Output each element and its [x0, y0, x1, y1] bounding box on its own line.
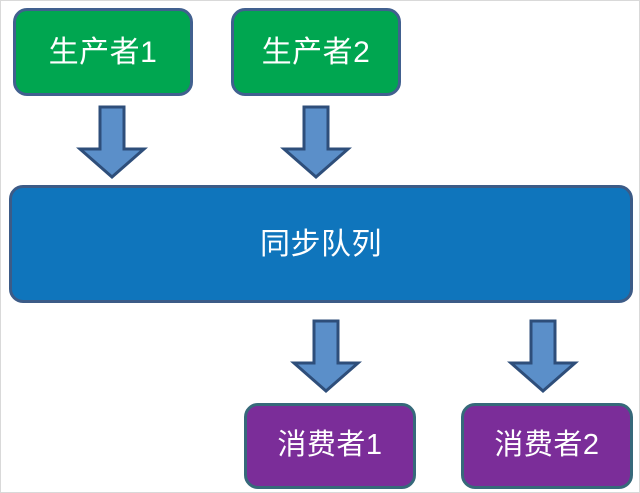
node-consumer-2[interactable]: 消费者2	[461, 403, 633, 489]
down-arrow-icon	[290, 319, 362, 393]
arrow-queue-to-consumer1	[290, 319, 362, 393]
node-consumer-1[interactable]: 消费者1	[244, 403, 416, 489]
down-arrow-icon	[280, 105, 352, 179]
node-sync-queue[interactable]: 同步队列	[9, 185, 633, 303]
arrow-producer1-to-queue	[76, 105, 148, 179]
arrow-producer2-to-queue	[280, 105, 352, 179]
node-producer-1[interactable]: 生产者1	[13, 8, 193, 96]
arrow-queue-to-consumer2	[507, 319, 579, 393]
node-producer-2[interactable]: 生产者2	[231, 8, 401, 96]
down-arrow-icon	[507, 319, 579, 393]
down-arrow-icon	[76, 105, 148, 179]
